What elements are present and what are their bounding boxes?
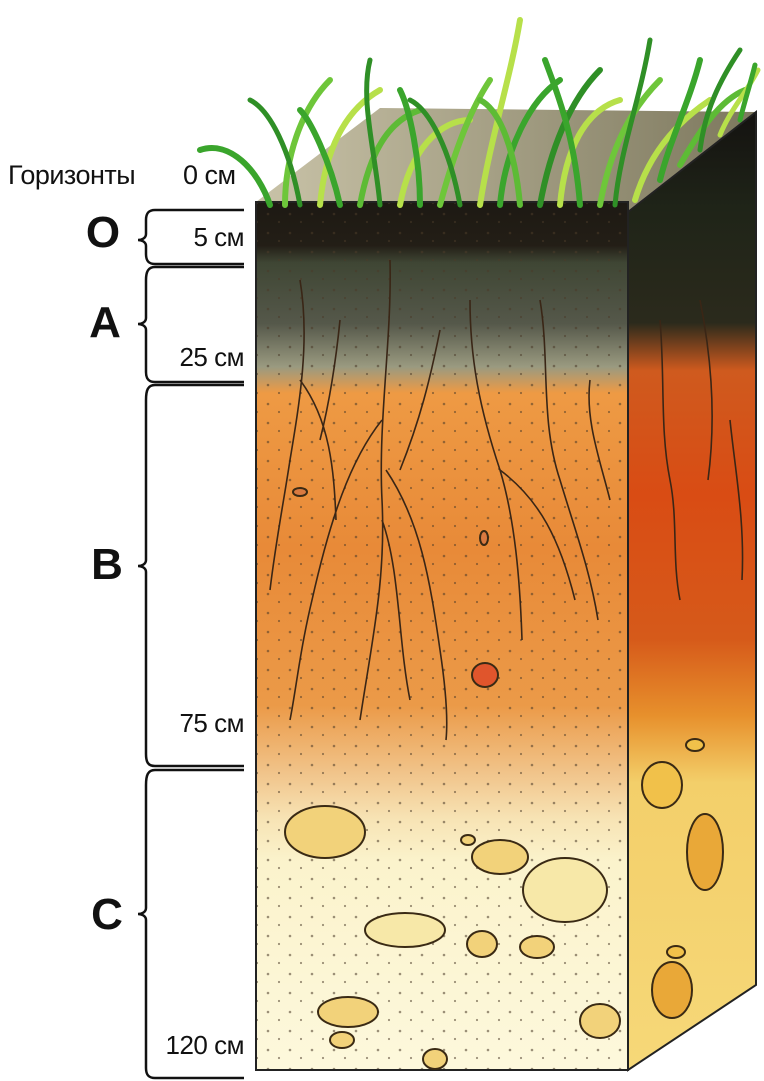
- horizon-b-label: B: [82, 540, 132, 590]
- horizon-b-depth: 75 см: [124, 708, 244, 739]
- horizon-c-label: C: [82, 890, 132, 940]
- horizon-o-depth: 5 см: [124, 222, 244, 253]
- horizon-o-label: O: [78, 208, 128, 258]
- horizon-a-depth: 25 см: [124, 342, 244, 373]
- horizons-title: Горизонты: [8, 160, 135, 191]
- horizon-c-depth: 120 см: [124, 1030, 244, 1061]
- block-side-face: [628, 112, 756, 1070]
- block-front-texture: [256, 202, 628, 1070]
- horizon-brackets: [138, 210, 244, 1078]
- surface-depth-label: 0 см: [183, 160, 236, 191]
- horizon-a-label: A: [80, 298, 130, 348]
